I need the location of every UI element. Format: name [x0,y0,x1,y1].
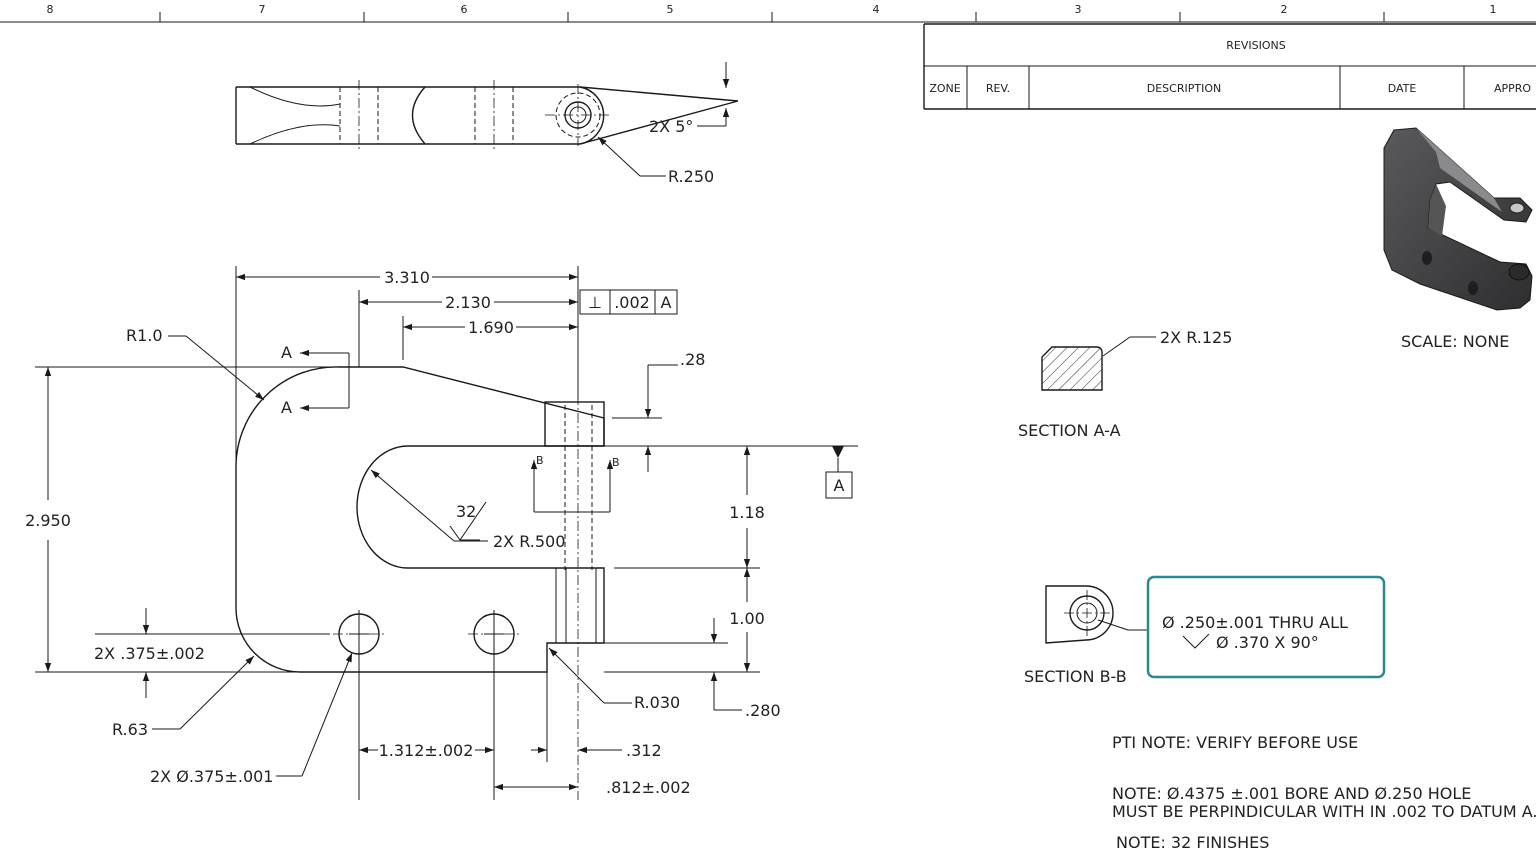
revisions-col-header: REV. [986,82,1010,95]
radius-r030: R.030 [634,693,680,712]
dim-2130: 2.130 [445,293,491,312]
zone-label: 8 [47,3,54,16]
leaders: R1.0 2X R.500 R.030 R.63 2X Ø.375±.001 3… [112,326,680,786]
zone-label: 4 [873,3,880,16]
notes: PTI NOTE: VERIFY BEFORE USE NOTE: Ø.4375… [1112,733,1536,852]
section-a-label: A [281,343,292,362]
datum-label: A [834,476,845,495]
radius-r500: 2X R.500 [493,532,565,551]
dim-028: .28 [680,350,705,369]
section-bb: SECTION B-B Ø .250±.001 THRU ALL Ø .370 … [1024,575,1386,686]
perpendicularity-symbol: ⊥ [588,293,602,312]
dim-2950: 2.950 [25,511,71,530]
dim-hole-offset: 2X .375±.002 [94,644,205,663]
extension-lines [35,266,858,762]
section-bb-title: SECTION B-B [1024,667,1127,686]
section-a-arrows: A A [281,343,350,417]
hole-callout-line2: Ø .370 X 90° [1216,633,1319,652]
revisions-col-header: DATE [1388,82,1417,95]
dim-100: 1.00 [729,609,765,628]
top-view: 2X 5° R.250 [235,62,739,186]
dim-0812: .812±.002 [606,778,691,797]
surface-finish: 32 [456,502,476,521]
feature-control-frame: ⊥ .002 A [579,289,678,315]
radius-r10: R1.0 [126,326,163,345]
revisions-col-header: DESCRIPTION [1147,82,1221,95]
dim-1690: 1.690 [468,318,514,337]
revisions-title: REVISIONS [1226,39,1285,52]
fcf-datum: A [661,293,672,312]
holes-callout: 2X Ø.375±.001 [150,767,273,786]
zone-label: 5 [667,3,674,16]
zone-label: 6 [461,3,468,16]
dim-0312: .312 [626,741,662,760]
section-a-label: A [281,398,292,417]
dim-1312: 1.312±.002 [379,741,474,760]
radius-r63: R.63 [112,720,148,739]
pti-note: PTI NOTE: VERIFY BEFORE USE [1112,733,1358,752]
angle-callout: 2X 5° [649,117,693,136]
dim-118: 1.18 [729,503,765,522]
section-aa-callout: 2X R.125 [1160,328,1232,347]
fcf-tolerance: .002 [614,293,650,312]
revisions-col-header: APPRO [1494,82,1531,95]
hole-callout-highlight [1146,575,1386,679]
dim-3310: 3.310 [384,268,430,287]
zone-ruler: 8 7 6 5 4 3 2 1 [0,3,1536,23]
front-view [235,366,605,800]
revisions-col-header: ZONE [929,82,960,95]
note-1b: MUST BE PERPINDICULAR WITH IN .002 TO DA… [1112,802,1536,821]
zone-label: 1 [1490,3,1497,16]
isometric-view: SCALE: NONE [1383,127,1533,351]
zone-label: 3 [1075,3,1082,16]
section-b-label: B [536,454,544,467]
revisions-table: REVISIONS ZONE REV. DESCRIPTION DATE APP… [923,23,1536,110]
zone-label: 7 [259,3,266,16]
dim-0280: .280 [745,701,781,720]
note-2: NOTE: 32 FINISHES [1116,833,1269,852]
dimensions: 3.310 2.130 1.690 ⊥ .002 A 2.950 1.18 1.… [25,268,781,797]
datum-a: A [825,446,853,499]
section-b-arrows: B B [530,454,620,513]
hole-callout-line1: Ø .250±.001 THRU ALL [1162,613,1348,632]
radius-callout: R.250 [668,167,714,186]
note-1a: NOTE: Ø.4375 ±.001 BORE AND Ø.250 HOLE [1112,784,1471,803]
zone-label: 2 [1281,3,1288,16]
scale-label: SCALE: NONE [1401,332,1509,351]
section-aa-title: SECTION A-A [1018,421,1121,440]
section-b-label: B [612,456,620,469]
section-aa: 2X R.125 SECTION A-A [1018,328,1232,440]
